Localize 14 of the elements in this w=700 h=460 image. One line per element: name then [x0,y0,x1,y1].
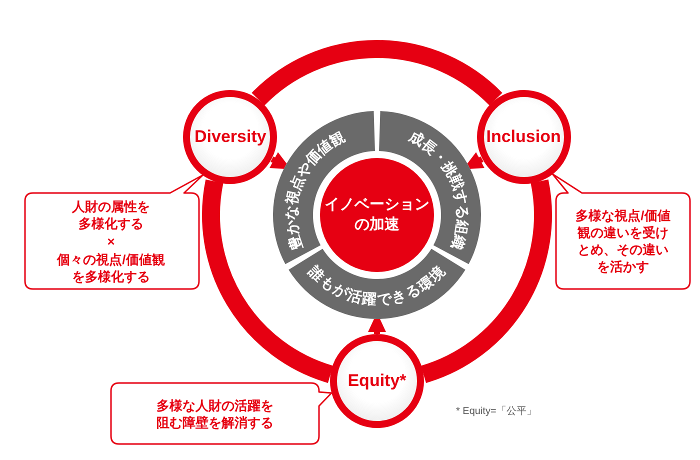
circle-label: Equity* [348,370,406,392]
ring-arc [202,180,334,383]
bubble-text: 人財の属性を多様化する [70,198,151,232]
ring-arc [420,180,552,383]
footnote: * Equity=「公平」 [456,404,536,418]
ring-arc [252,40,502,106]
bubble-text: × [106,232,116,250]
center-label: イノベーションの加速 [324,194,430,235]
circle-label: Diversity [194,126,266,148]
bubble-text: 多様な人財の活躍を阻む障壁を解消する [155,396,274,430]
segment-label: 誰もが活躍できる環境 [305,264,449,308]
bubble-text: 個々の視点/価値観を多様化する [56,250,166,284]
circle-label: Inclusion [486,126,561,148]
bubble-text: 多様な視点/価値観の違いを受けとめ、その違いを活かす [576,207,670,275]
